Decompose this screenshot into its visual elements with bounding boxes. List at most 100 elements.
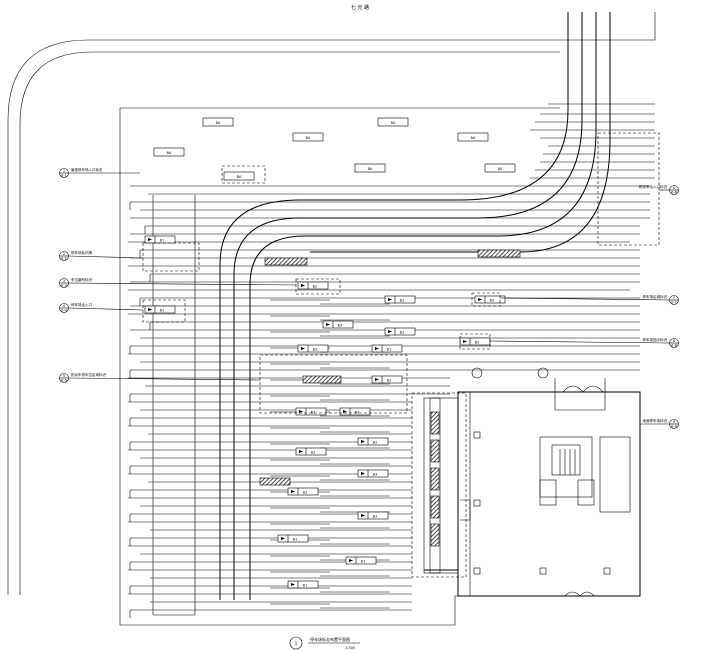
- callout-sub: 0-6: [671, 191, 677, 195]
- callout-sub: 0-4: [61, 309, 67, 313]
- zone-tag-label: BA: [237, 175, 242, 179]
- callout-text: 地面停车场标识: [643, 418, 668, 423]
- unit-sign-label: B1: [160, 309, 165, 313]
- unit-sign-box: [357, 511, 389, 520]
- unit-arrow-icon: [375, 378, 379, 381]
- unit-arrow-icon: [388, 298, 392, 301]
- unit-arrow-icon: [388, 330, 392, 333]
- callout-sub: 0-8: [671, 344, 677, 348]
- callout-number: 8: [673, 339, 675, 343]
- unit-sign-label: B2: [387, 379, 392, 383]
- hatched-sign: [259, 477, 291, 486]
- unit-sign-box: [474, 295, 506, 304]
- unit-sign-label: B3: [355, 411, 360, 415]
- unit-sign-label: B2: [475, 341, 480, 345]
- unit-arrow-icon: [326, 323, 330, 326]
- road-name: 七 光 路: [351, 4, 369, 11]
- unit-sign-label: B2: [313, 285, 318, 289]
- unit-sign-label: B1: [361, 560, 366, 564]
- unit-sign-box: [295, 447, 327, 456]
- callout-text: 机动车出入口标识: [639, 184, 667, 189]
- callout-text: 停车场指示标识: [643, 337, 668, 342]
- unit-sign-box: [357, 469, 389, 478]
- callout-leader: [68, 255, 144, 259]
- callout-leader: [489, 340, 670, 344]
- zone-tag-label: BA: [498, 167, 503, 171]
- callout-sub: 0-7: [671, 301, 677, 305]
- unit-arrow-icon: [361, 472, 365, 475]
- unit-sign-box: [297, 344, 329, 353]
- unit-sign-label: B1: [387, 348, 392, 352]
- unit-arrow-icon: [291, 583, 295, 586]
- unit-arrow-icon: [361, 514, 365, 517]
- hatched-sign: [477, 249, 521, 258]
- callout-number: 9: [673, 420, 675, 424]
- callout-leader: [68, 377, 261, 381]
- callout-number: 3: [63, 279, 65, 283]
- unit-sign-box: [295, 407, 327, 416]
- unit-arrow-icon: [281, 537, 285, 540]
- callout-number: 2: [63, 252, 65, 256]
- unit-sign-label: B2: [311, 411, 316, 415]
- drawing-title-text: 停车场标志布置平面图: [310, 636, 350, 642]
- unit-sign-label: B1: [400, 331, 405, 335]
- unit-arrow-icon: [148, 308, 152, 311]
- unit-sign-box: [357, 437, 389, 446]
- zone-tag-box: [153, 147, 185, 157]
- unit-arrow-icon: [343, 410, 347, 413]
- zone-tag-label: BA: [167, 151, 172, 155]
- drawing-title-scale: 1:300: [345, 646, 355, 650]
- callout-text: 停车场区域标识: [643, 294, 668, 299]
- drawing-title: 1 停车场标志布置平面图 1:300: [289, 636, 360, 650]
- callout-number: 5: [63, 374, 65, 378]
- unit-sign-label: B3: [338, 324, 343, 328]
- callout-number: 4: [63, 304, 66, 308]
- zone-tag-box: [292, 132, 324, 142]
- zone-tag-label: BA: [216, 121, 221, 125]
- unit-sign-label: B1: [293, 538, 298, 542]
- zone-tag-box: [377, 117, 409, 127]
- unit-sign-box: [277, 534, 309, 543]
- column-strip: [423, 397, 459, 574]
- callout-text: 机动车停车位区域标识: [71, 372, 106, 377]
- callout-text: 车位编号标识: [71, 277, 92, 282]
- callout-text: 景观停车场入口标志: [71, 167, 103, 172]
- unit-sign-label: B3: [373, 515, 378, 519]
- parking-stall-rows: [128, 103, 655, 618]
- callout-text: 停车场标识牌: [71, 250, 92, 255]
- callout-number: 7: [673, 296, 675, 300]
- unit-sign-label: B3: [373, 473, 378, 477]
- unit-sign-box: [287, 487, 319, 496]
- unit-sign-box: [384, 295, 416, 304]
- unit-sign-label: B2: [303, 491, 308, 495]
- zone-tag-box: [484, 163, 516, 173]
- unit-arrow-icon: [361, 440, 365, 443]
- callout-leader: [499, 297, 670, 301]
- unit-arrow-icon: [349, 559, 353, 562]
- callout-number: 1: [63, 169, 65, 173]
- drawing-title-num: 1: [295, 641, 298, 646]
- unit-sign-label: B2: [313, 348, 318, 352]
- zone-tag-label: BA: [391, 121, 396, 125]
- unit-sign-label: B1: [303, 584, 308, 588]
- zone-tag-box: [354, 163, 386, 173]
- unit-arrow-icon: [478, 298, 482, 301]
- unit-arrow-icon: [299, 410, 303, 413]
- callout-sub: 0-2: [61, 257, 67, 261]
- callout-leader: [68, 282, 297, 286]
- unit-sign-box: [345, 556, 377, 565]
- zone-tag-box: [223, 171, 255, 181]
- unit-arrow-icon: [301, 347, 305, 350]
- hatched-sign-blocks: [259, 249, 521, 486]
- callout-text: 停车场出入口: [71, 302, 92, 307]
- unit-sign-box: [287, 580, 319, 589]
- unit-sign-box: [144, 305, 176, 314]
- callout-sub: 0-9: [671, 425, 677, 429]
- callout-sub: 0-5: [61, 379, 67, 383]
- unit-arrow-icon: [299, 450, 303, 453]
- hatched-sign: [302, 375, 342, 384]
- zone-tag-label: BA: [471, 136, 476, 140]
- unit-sign-box: [384, 327, 416, 336]
